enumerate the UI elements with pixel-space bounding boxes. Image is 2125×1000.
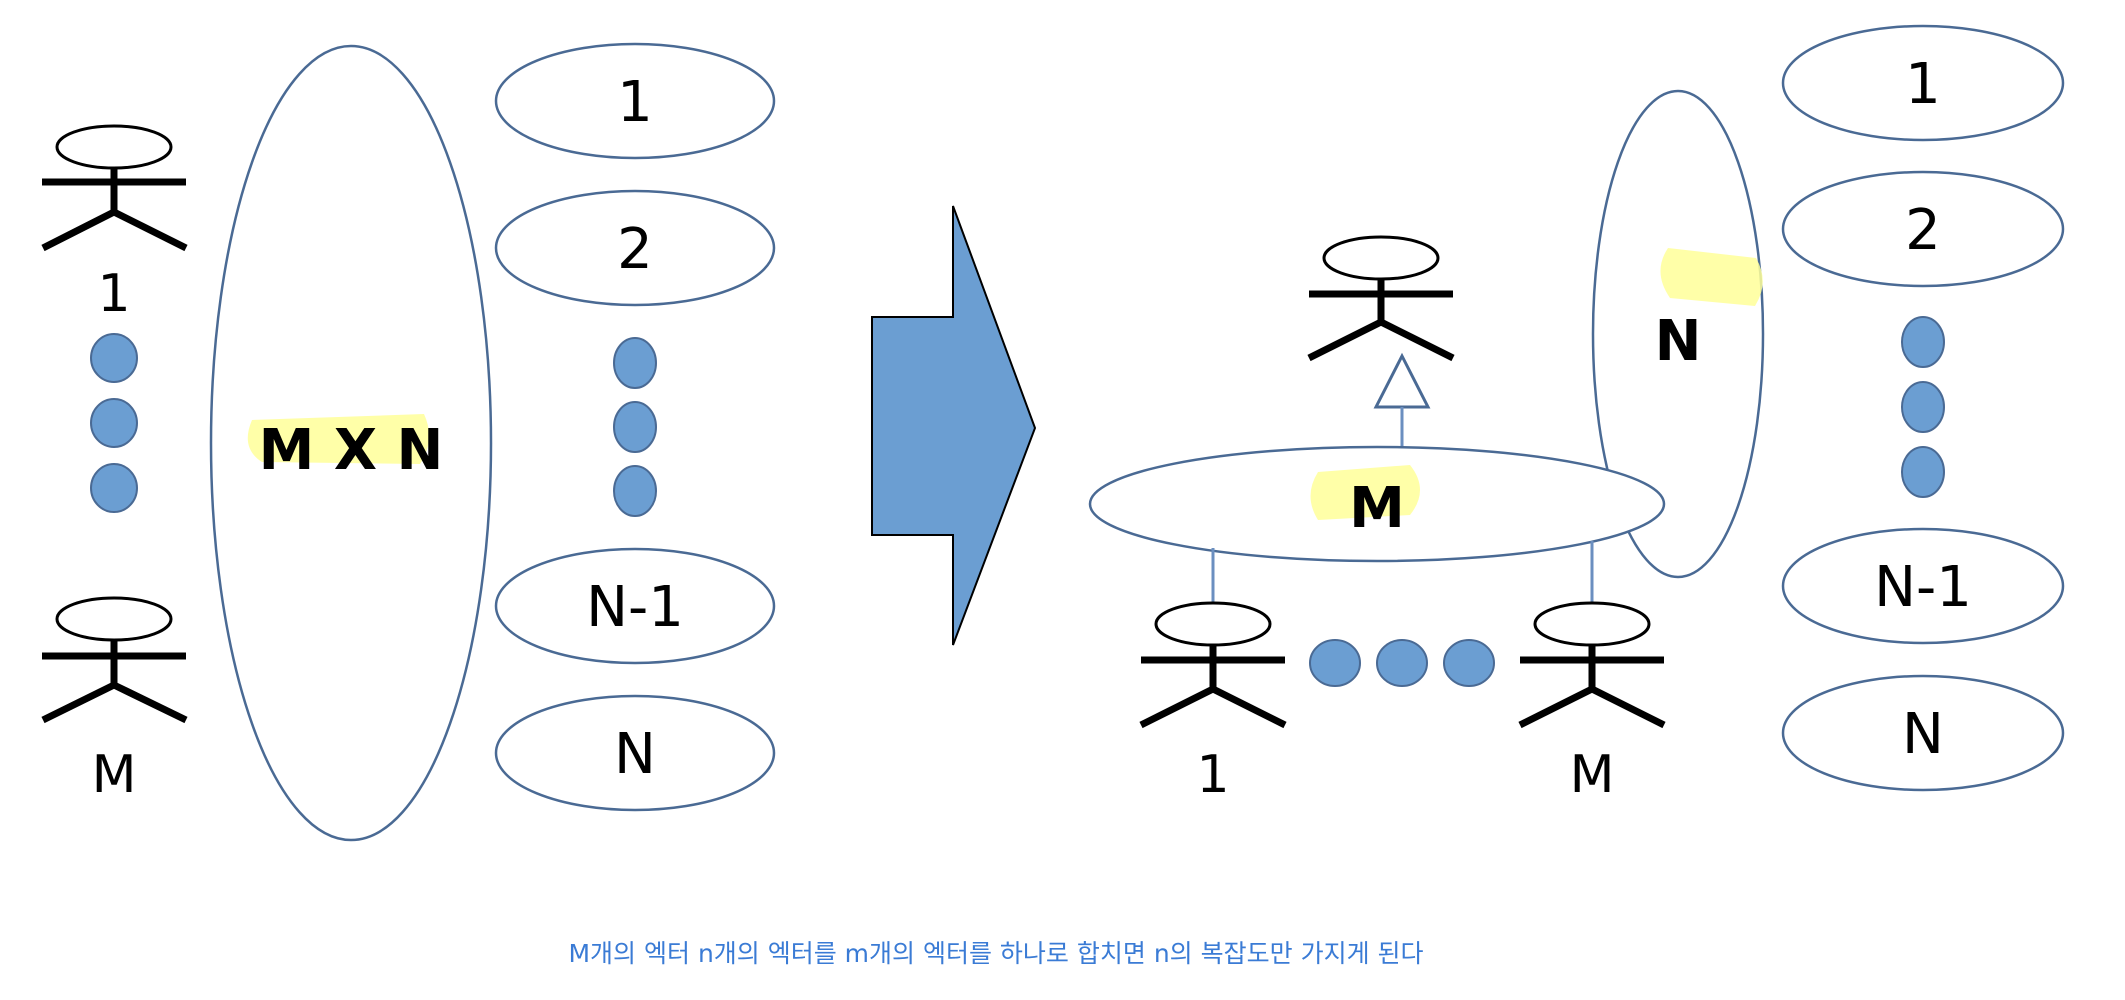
highlight-mxn bbox=[247, 414, 430, 464]
item-label-2: 2 bbox=[617, 217, 653, 282]
right-item-label-n-1: N-1 bbox=[1874, 555, 1972, 620]
vertical-ellipsis-right-items bbox=[1901, 316, 1945, 498]
child-actor-m-label: M bbox=[1570, 745, 1615, 805]
item-ellipse-2 bbox=[494, 189, 776, 307]
vertical-ellipsis-left bbox=[90, 333, 138, 513]
right-item-ellipse-n bbox=[1781, 674, 2065, 792]
generalization-icon bbox=[1373, 352, 1431, 447]
child-actor-1-label: 1 bbox=[1196, 745, 1229, 805]
right-item-ellipse-n-1 bbox=[1781, 527, 2065, 645]
child-actor-m-icon bbox=[1518, 601, 1666, 729]
actor-m-label: M bbox=[92, 745, 137, 805]
item-label-n-1: N-1 bbox=[586, 575, 684, 640]
parent-actor-icon bbox=[1307, 235, 1455, 362]
right-item-ellipse-2 bbox=[1781, 170, 2065, 288]
complexity-label-mxn: M X N bbox=[259, 418, 444, 483]
left-items-list: 1 2 N-1 N bbox=[494, 42, 776, 812]
item-label-1: 1 bbox=[617, 70, 653, 135]
right-item-label-n: N bbox=[1902, 702, 1944, 767]
right-item-label-1: 1 bbox=[1905, 52, 1941, 117]
group-label-m: M bbox=[1349, 476, 1405, 541]
vertical-ellipsis-items bbox=[613, 337, 657, 517]
actor-m-icon bbox=[41, 596, 188, 724]
right-item-ellipse-1 bbox=[1781, 24, 2065, 142]
right-item-label-2: 2 bbox=[1905, 198, 1941, 263]
right-arrow-icon bbox=[871, 205, 1037, 646]
horizontal-ellipsis bbox=[1309, 639, 1495, 687]
actor-1-label: 1 bbox=[97, 264, 130, 324]
right-items-list: 1 2 N-1 N bbox=[1781, 24, 2065, 792]
caption-text: M개의 엑터 n개의 엑터를 m개의 엑터를 하나로 합치면 n의 복잡도만 가… bbox=[568, 939, 1423, 968]
child-actor-1-icon bbox=[1139, 601, 1287, 729]
item-ellipse-n-1 bbox=[494, 547, 776, 665]
actor-1-icon bbox=[41, 124, 188, 252]
side-ellipse-n bbox=[1591, 89, 1765, 579]
side-label-n: N bbox=[1655, 309, 1702, 374]
item-label-n: N bbox=[614, 722, 656, 787]
item-ellipse-1 bbox=[494, 42, 776, 160]
item-ellipse-n bbox=[494, 694, 776, 812]
highlight-group-m bbox=[1310, 465, 1420, 520]
highlight-side-n bbox=[1660, 248, 1763, 306]
connections-ellipse bbox=[209, 44, 493, 842]
